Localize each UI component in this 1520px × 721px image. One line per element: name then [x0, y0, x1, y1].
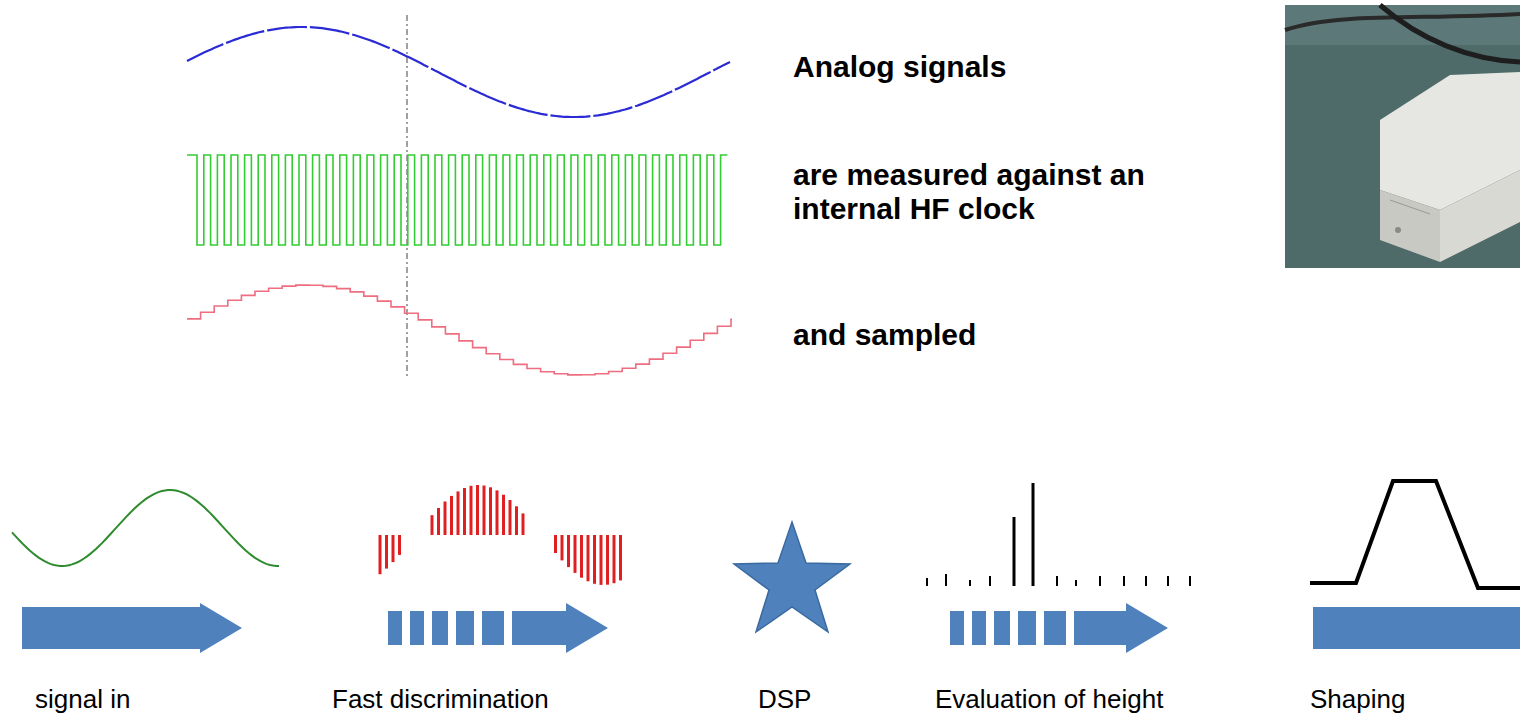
sample-bar — [580, 535, 583, 578]
sample-bar — [522, 513, 525, 535]
sample-bar — [496, 490, 499, 535]
sample-bar — [437, 508, 440, 535]
sample-bar — [561, 535, 564, 560]
height-spike — [926, 578, 928, 586]
height-spike — [1189, 576, 1191, 586]
sample-bar — [600, 535, 603, 585]
sample-bar — [398, 535, 401, 555]
caption-text: Analog signals — [793, 50, 1263, 84]
sample-bar — [593, 535, 596, 584]
sample-bar — [554, 535, 557, 553]
height-spike — [1032, 483, 1035, 586]
height-spike — [1099, 576, 1101, 586]
sample-bar — [385, 535, 388, 569]
sample-bar — [457, 491, 460, 535]
stage-label: DSP — [758, 684, 811, 714]
device-photo — [1285, 5, 1520, 268]
sample-bar — [489, 487, 492, 535]
height-spikes — [927, 483, 1190, 586]
stage-label: Fast discrimination — [332, 684, 549, 714]
sample-bar — [502, 495, 505, 535]
flow-arrows — [22, 603, 1520, 653]
sample-bar — [444, 502, 447, 536]
sample-bar — [613, 535, 616, 583]
sample-bar — [431, 515, 434, 535]
height-spike — [1167, 576, 1169, 586]
sample-bar — [509, 500, 512, 535]
sample-bar — [379, 535, 382, 574]
height-spike — [969, 580, 971, 586]
sample-bar — [450, 496, 453, 535]
sample-bar — [483, 486, 486, 536]
caption-text: are measured against an internal HF cloc… — [793, 158, 1253, 226]
sample-bar — [470, 486, 473, 535]
analog-signal — [187, 27, 730, 117]
sample-bar — [606, 535, 609, 585]
caption-text: and sampled — [793, 318, 1263, 352]
sample-bar — [567, 535, 570, 567]
stage-label: Shaping — [1310, 684, 1405, 714]
sample-bar — [587, 535, 590, 581]
height-spike — [1075, 580, 1077, 586]
stage-label: signal in — [35, 684, 130, 714]
height-spike — [1056, 576, 1058, 586]
sample-bars — [380, 485, 621, 585]
height-spike — [989, 576, 991, 586]
clock-signal — [187, 155, 727, 245]
height-spike — [1013, 517, 1016, 586]
sample-bar — [515, 506, 518, 535]
stage-label: Evaluation of height — [935, 684, 1163, 714]
sample-bar — [392, 535, 395, 562]
dsp-star — [734, 522, 850, 632]
input-signal — [12, 490, 279, 566]
sample-bar — [463, 488, 466, 535]
sample-bar — [476, 485, 479, 535]
shaped-pulse — [1310, 481, 1520, 588]
sampled-signal — [187, 285, 732, 375]
height-spike — [1123, 576, 1125, 586]
sample-bar — [574, 535, 577, 573]
sample-bar — [619, 535, 622, 580]
height-spike — [1145, 576, 1147, 586]
height-spike — [945, 574, 947, 586]
